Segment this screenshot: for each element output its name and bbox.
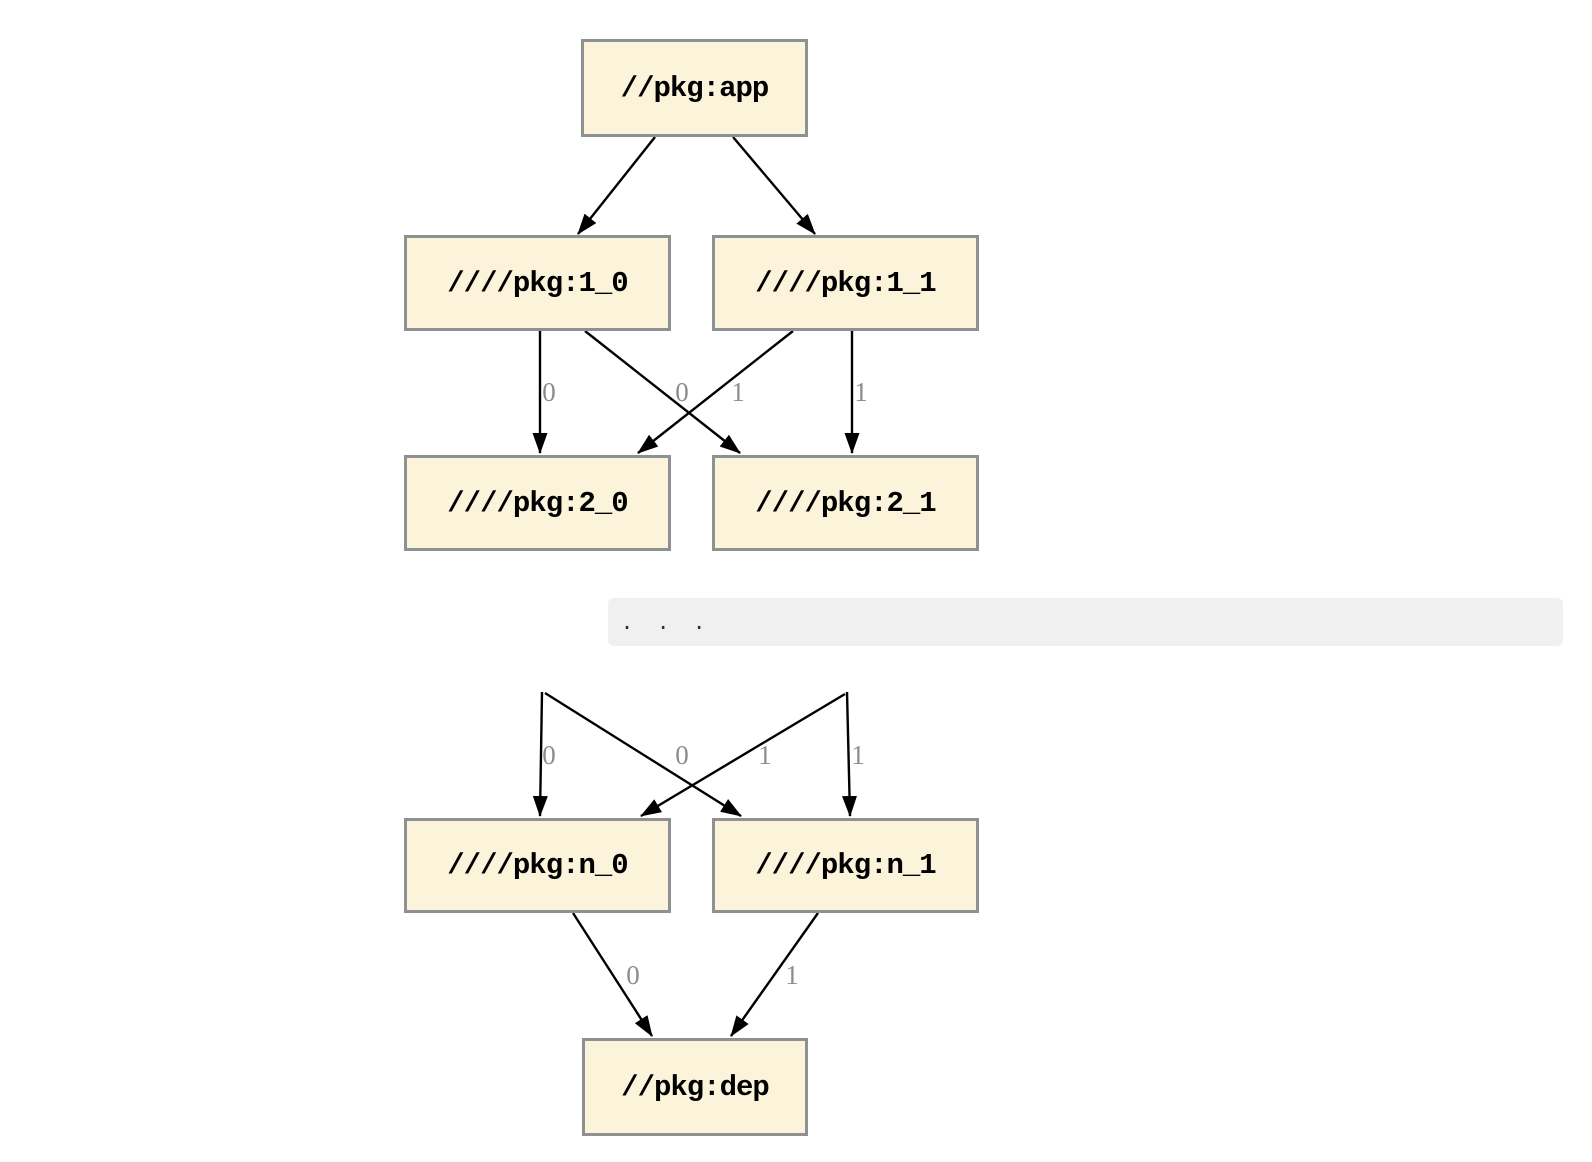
edge-line-app-1_1 (732, 136, 816, 235)
graph-node-1-0: ////pkg:1_0 (404, 235, 671, 331)
edge-line-1_0-2_1 (584, 330, 741, 454)
edge-line-prev1-n_1 (842, 691, 858, 817)
edge-line-n_0-dep (571, 912, 654, 1037)
edge-label-prev1-n_1: 1 (851, 740, 865, 770)
edge-label-1_0-2_1: 1 (731, 377, 745, 407)
ellipsis-code-block: . . . (608, 598, 1563, 646)
graph-node-app: //pkg:app (581, 39, 808, 137)
graph-node-n-0: ////pkg:n_0 (404, 818, 671, 913)
edge-label-1_0-2_0: 0 (542, 377, 556, 407)
edge-line-prev1-n_0 (640, 692, 846, 818)
edge-line-app-1_0 (577, 136, 656, 235)
edge-label-n_0-dep: 0 (626, 960, 640, 990)
edge-label-n_1-dep: 1 (785, 960, 799, 990)
graph-node-n-1: ////pkg:n_1 (712, 818, 979, 913)
ellipsis-text: . . . (621, 610, 712, 634)
graph-node-2-0: ////pkg:2_0 (404, 455, 671, 551)
edge-line-prev0-n_1 (544, 691, 742, 818)
edge-label-prev0-n_0: 0 (542, 740, 556, 770)
graph-node-1-1: ////pkg:1_1 (712, 235, 979, 331)
graph-node-2-1: ////pkg:2_1 (712, 455, 979, 551)
graph-node-dep: //pkg:dep (582, 1038, 808, 1136)
edge-line-1_1-2_0 (637, 330, 794, 454)
edge-line-prev0-n_0 (532, 691, 548, 817)
edge-label-1_1-2_0: 0 (675, 377, 689, 407)
edge-label-1_1-2_1: 1 (854, 377, 868, 407)
edge-label-prev0-n_1: 1 (758, 740, 772, 770)
edge-label-prev1-n_0: 0 (675, 740, 689, 770)
edge-line-n_1-dep (730, 912, 819, 1037)
